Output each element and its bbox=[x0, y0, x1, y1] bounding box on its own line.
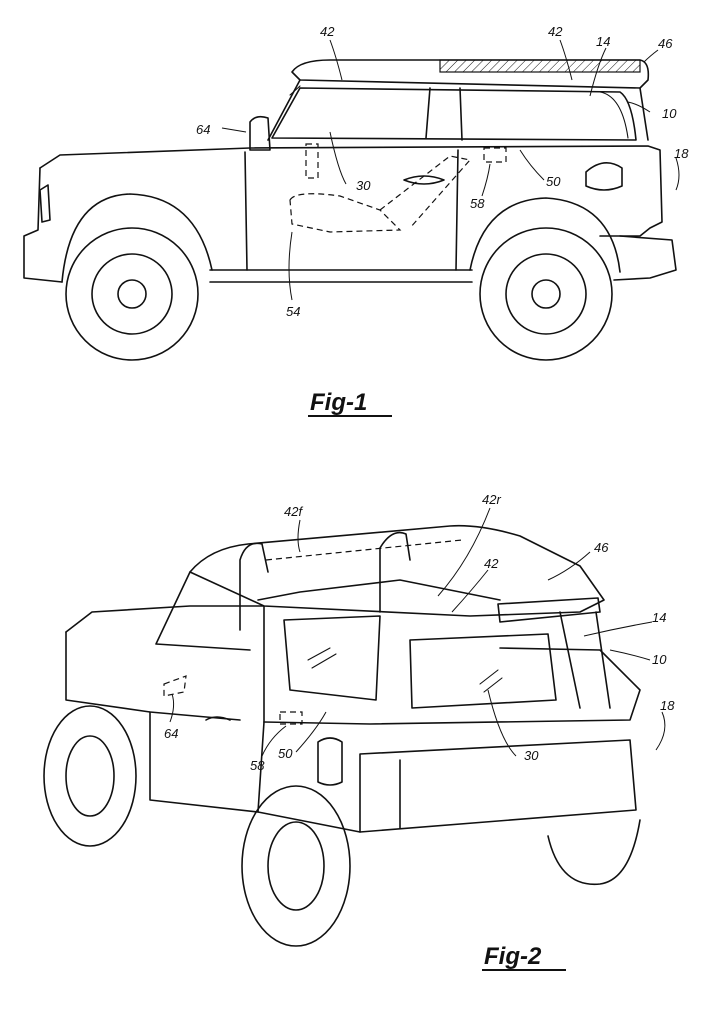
fig1-front-hub bbox=[117, 279, 147, 309]
fig1-hidden-seatback bbox=[379, 155, 472, 229]
fig1-ref-42b: 42 bbox=[548, 24, 563, 39]
fig2-roof-panel bbox=[189, 524, 605, 617]
fig1-fuel-door bbox=[585, 162, 623, 191]
fig1-rear-hub bbox=[531, 279, 561, 309]
fig1-a-pillar bbox=[267, 79, 301, 141]
fig2-ref-18: 18 bbox=[660, 698, 675, 713]
fig1-side-mirror bbox=[249, 115, 271, 151]
fig2-ref-42f: 42f bbox=[284, 504, 303, 519]
fig2-side-glass bbox=[283, 615, 381, 701]
fig2-tailgate bbox=[359, 739, 637, 833]
fig1-window-frame bbox=[271, 87, 637, 141]
fig1-ref-64: 64 bbox=[196, 122, 210, 137]
fig1-ref-58: 58 bbox=[470, 196, 485, 211]
fig1-door-rear-edge bbox=[455, 149, 459, 271]
fig1-door-frame bbox=[459, 87, 463, 141]
fig2-front-side bbox=[65, 631, 241, 721]
fig1-ref-14: 14 bbox=[596, 34, 610, 49]
fig1-front-rim bbox=[91, 253, 173, 335]
fig2-rear-wheel bbox=[241, 785, 351, 947]
fig1-rear-bumper bbox=[613, 235, 677, 281]
fig2-rear-pillar-a bbox=[559, 611, 581, 709]
fig1-headlight bbox=[39, 184, 51, 223]
fig1-front-wheel bbox=[65, 227, 199, 361]
fig2-far-wheel bbox=[547, 819, 641, 886]
fig1-ref-10: 10 bbox=[662, 106, 677, 121]
fig2-door bbox=[149, 711, 259, 813]
fig2-hood bbox=[65, 605, 265, 723]
fig2-ref-42r: 42r bbox=[482, 492, 501, 507]
fig1-ref-42a: 42 bbox=[320, 24, 335, 39]
fig2-rear-glass bbox=[409, 633, 557, 709]
fig2-front-bar-right bbox=[379, 531, 411, 613]
fig1-ref-46: 46 bbox=[658, 36, 673, 51]
fig1-leaders bbox=[221, 39, 680, 301]
fig2-reference-numerals: 42f 42r 46 42 14 10 18 64 58 50 30 bbox=[164, 492, 675, 773]
fig2-ref-50: 50 bbox=[278, 746, 293, 761]
fig2-ref-64: 64 bbox=[164, 726, 178, 741]
fig2-rear-rim bbox=[267, 821, 325, 911]
fig1-rear-seal bbox=[599, 91, 629, 139]
fig2-rear-pillar-b bbox=[595, 611, 611, 709]
fig1-ref-30: 30 bbox=[356, 178, 371, 193]
fig2-front-rim bbox=[65, 735, 115, 817]
fig2-ref-14: 14 bbox=[652, 610, 666, 625]
fig2-glass-glint-b bbox=[311, 653, 337, 669]
fig2-caption-text: Fig-2 bbox=[484, 943, 542, 970]
fig1-front-arch bbox=[61, 193, 213, 283]
fig1-soft-top-seam bbox=[289, 85, 301, 96]
fig1-caption-text: Fig-1 bbox=[310, 389, 367, 416]
fig2-ref-46: 46 bbox=[594, 540, 609, 555]
fig2-rear-deck bbox=[263, 647, 641, 725]
fig2-front-bar-left bbox=[239, 542, 269, 631]
fig1-front-bumper bbox=[23, 167, 63, 283]
fig1-hidden-sensor bbox=[305, 143, 319, 179]
fig1-rear-wheel bbox=[479, 227, 613, 361]
fig2-glass-glint-c bbox=[479, 669, 499, 685]
fig1-b-pillar bbox=[425, 87, 431, 139]
fig2-hidden-sensor bbox=[163, 675, 187, 697]
fig1-ref-18: 18 bbox=[674, 146, 689, 161]
fig2-door-handle bbox=[205, 716, 231, 721]
fig2-ref-10: 10 bbox=[652, 652, 667, 667]
fig1-hidden-seat bbox=[289, 193, 402, 233]
fig1-ref-50: 50 bbox=[546, 174, 561, 189]
fig2-caption: Fig-2 bbox=[482, 943, 566, 971]
fig2-fuel-door bbox=[317, 737, 343, 786]
fig2-roof-track bbox=[265, 539, 463, 561]
fig2-leaders bbox=[169, 507, 666, 757]
fig2-glass-glint-d bbox=[483, 677, 503, 693]
fig2-windshield bbox=[155, 571, 251, 651]
fig1-caption: Fig-1 bbox=[308, 389, 392, 417]
fig1-hatched-panel bbox=[439, 59, 641, 73]
fig1-door-front-edge bbox=[244, 151, 248, 271]
fig2-ref-58: 58 bbox=[250, 758, 265, 773]
fig1-ref-54: 54 bbox=[286, 304, 300, 319]
fig1-hidden-module bbox=[483, 147, 507, 163]
fig1-body-upper bbox=[39, 145, 663, 237]
fig1-rear-rim bbox=[505, 253, 587, 335]
fig2-ref-42: 42 bbox=[484, 556, 499, 571]
fig2-ref-30: 30 bbox=[524, 748, 539, 763]
fig2-rear-top-bar bbox=[497, 597, 601, 623]
fig2-hidden-module bbox=[279, 711, 303, 725]
fig2-front-wheel bbox=[43, 705, 137, 847]
fig1-door-handle bbox=[403, 175, 445, 185]
fig1-reference-numerals: 42 42 14 46 10 64 18 30 50 58 54 bbox=[196, 24, 689, 319]
fig1-rear-arch bbox=[469, 197, 621, 273]
fig2-cross-bar bbox=[257, 579, 501, 601]
fig1-side-view bbox=[23, 59, 677, 361]
fig2-perspective-view bbox=[43, 524, 641, 947]
fig2-glass-glint-a bbox=[307, 647, 331, 661]
fig1-c-pillar bbox=[639, 87, 649, 141]
